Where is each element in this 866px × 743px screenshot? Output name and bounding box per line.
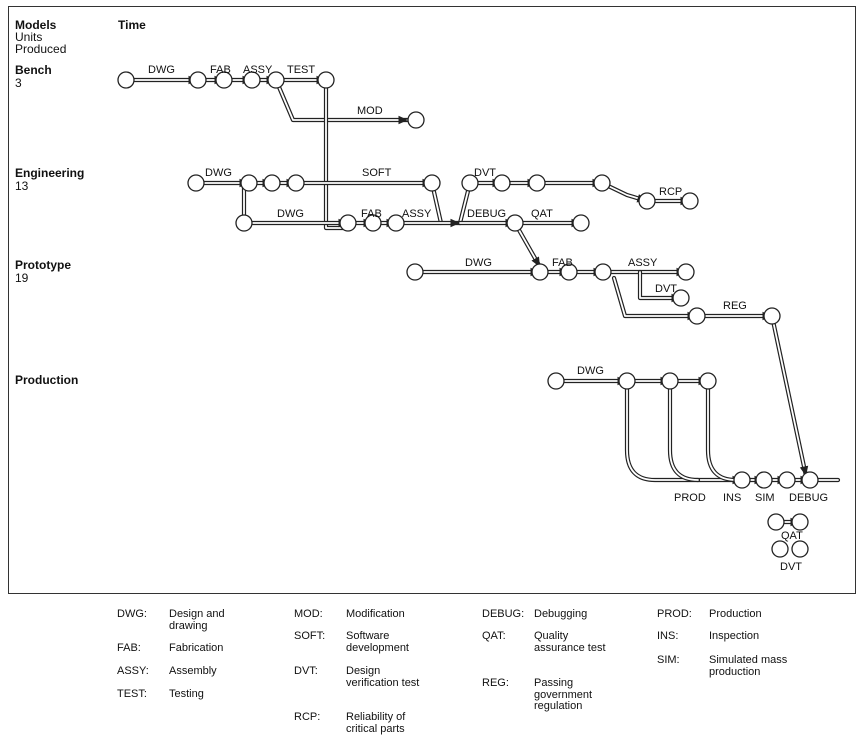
event-node-16 <box>638 192 656 210</box>
task-label-18: REG <box>723 300 747 312</box>
event-node-41 <box>791 513 809 531</box>
row-prototype-name: Prototype <box>15 258 72 272</box>
task-edge-6-outer <box>323 77 351 231</box>
task-label-3: TEST <box>287 64 315 76</box>
event-node-8 <box>240 174 258 192</box>
task-edge-38-outer <box>705 378 739 483</box>
row-bench-name: Bench <box>15 63 52 77</box>
event-node-4 <box>267 71 285 89</box>
event-node-25 <box>531 263 549 281</box>
event-node-34 <box>661 372 679 390</box>
event-node-32 <box>547 372 565 390</box>
event-node-19 <box>339 214 357 232</box>
event-node-7 <box>187 174 205 192</box>
task-label-4: MOD <box>357 105 383 117</box>
event-node-18 <box>235 214 253 232</box>
task-label-0: DWG <box>148 64 175 76</box>
event-node-1 <box>189 71 207 89</box>
task-label-16: ASSY <box>628 257 658 269</box>
event-node-35 <box>699 372 717 390</box>
task-edge-38 <box>707 380 737 481</box>
event-node-17 <box>681 192 699 210</box>
row-engineering-name: Engineering <box>15 166 85 180</box>
event-node-30 <box>688 307 706 325</box>
task-label-24: QAT <box>781 530 803 542</box>
schedule-network: DWG FAB ASSY TEST MOD DWG SOFT DVT RCP DWG FAB ASSY… <box>117 64 841 573</box>
models-header: Models <box>15 18 57 32</box>
task-edge-29 <box>639 271 682 303</box>
event-node-20 <box>364 214 382 232</box>
event-node-10 <box>287 174 305 192</box>
event-node-6 <box>407 111 425 129</box>
task-label-14: DWG <box>465 257 492 269</box>
task-labels: DWG FAB ASSY TEST MOD DWG SOFT DVT RCP DWG FAB ASSY… <box>148 64 828 573</box>
event-node-12 <box>461 174 479 192</box>
event-node-15 <box>593 174 611 192</box>
row-bench-units: 3 <box>15 76 22 90</box>
event-node-13 <box>493 174 511 192</box>
event-node-23 <box>572 214 590 232</box>
diagram-frame <box>8 6 856 594</box>
task-edge-36-outer <box>624 378 745 483</box>
task-label-23: DEBUG <box>789 492 828 504</box>
task-label-5: DWG <box>205 167 232 179</box>
event-node-29 <box>672 289 690 307</box>
task-label-11: ASSY <box>402 208 432 220</box>
task-edge-5 <box>275 79 409 125</box>
event-node-42 <box>771 540 789 558</box>
task-edge-37 <box>669 380 699 481</box>
event-node-43 <box>791 540 809 558</box>
event-node-24 <box>406 263 424 281</box>
event-nodes <box>117 71 819 558</box>
event-node-33 <box>618 372 636 390</box>
time-header: Time <box>118 18 146 32</box>
event-node-22 <box>506 214 524 232</box>
task-label-2: ASSY <box>243 64 273 76</box>
event-node-26 <box>560 263 578 281</box>
event-node-27 <box>594 263 612 281</box>
task-label-17: DVT <box>655 283 677 295</box>
task-label-21: INS <box>723 492 741 504</box>
row-engineering-units: 13 <box>15 179 29 193</box>
task-label-13: QAT <box>531 208 553 220</box>
event-node-11 <box>423 174 441 192</box>
event-node-21 <box>387 214 405 232</box>
units-header: Units <box>15 30 43 44</box>
event-node-31 <box>763 307 781 325</box>
task-label-22: SIM <box>755 492 775 504</box>
task-label-9: DWG <box>277 208 304 220</box>
produced-header: Produced <box>15 42 67 56</box>
task-label-10: FAB <box>361 208 382 220</box>
event-node-9 <box>263 174 281 192</box>
task-label-7: DVT <box>474 167 496 179</box>
task-edge-6 <box>325 79 349 229</box>
task-edge-5-outer <box>273 77 411 123</box>
event-node-36 <box>733 471 751 489</box>
event-node-3 <box>243 71 261 89</box>
event-node-2 <box>215 71 233 89</box>
task-label-1: FAB <box>210 64 231 76</box>
task-label-15: FAB <box>552 257 573 269</box>
event-node-40 <box>767 513 785 531</box>
task-label-8: RCP <box>659 186 682 198</box>
event-node-5 <box>317 71 335 89</box>
event-node-28 <box>677 263 695 281</box>
task-label-20: PROD <box>674 492 706 504</box>
event-node-37 <box>755 471 773 489</box>
event-node-14 <box>528 174 546 192</box>
event-node-0 <box>117 71 135 89</box>
row-prototype-units: 19 <box>15 271 29 285</box>
task-label-19: DWG <box>577 365 604 377</box>
task-label-6: SOFT <box>362 167 392 179</box>
row-production-name: Production <box>15 373 79 387</box>
task-edge-36 <box>626 380 743 485</box>
task-edge-32 <box>771 315 809 477</box>
task-edge-30 <box>613 277 698 321</box>
task-label-12: DEBUG <box>467 208 506 220</box>
event-node-38 <box>778 471 796 489</box>
task-edge-37-outer <box>667 378 701 483</box>
event-node-39 <box>801 471 819 489</box>
task-label-25: DVT <box>780 561 802 573</box>
